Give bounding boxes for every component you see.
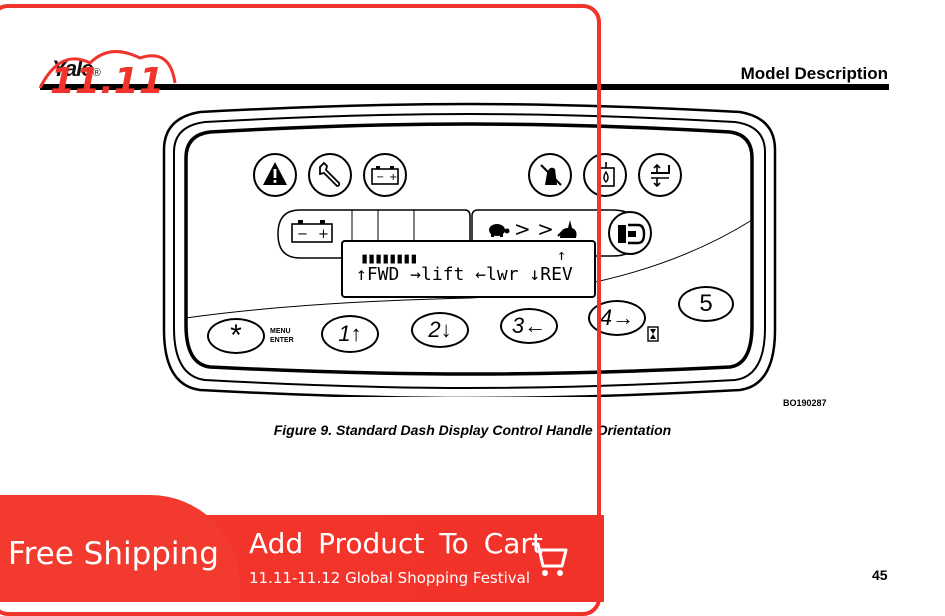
header-rule	[40, 84, 889, 90]
key-5-button[interactable]: 5	[678, 286, 734, 322]
menu-enter-button[interactable]: *	[207, 318, 265, 354]
svg-text:−: −	[297, 227, 308, 242]
turtle-icon	[489, 224, 510, 237]
lift-icon	[651, 163, 670, 188]
hourglass-icon	[647, 326, 659, 342]
free-shipping-text: Free Shipping	[8, 536, 219, 572]
key-1-button[interactable]: 1↑	[321, 315, 379, 353]
lcd-screen	[341, 240, 596, 298]
section-title: Model Description	[740, 64, 888, 83]
cart-icon[interactable]	[530, 538, 570, 580]
battery-gauge-icon: −+	[291, 220, 333, 243]
festival-text: 11.11-11.12 Global Shopping Festival	[249, 569, 531, 587]
battery-icon: −+	[371, 166, 399, 185]
page-number: 45	[872, 567, 888, 583]
svg-text:+: +	[389, 172, 397, 183]
svg-text:11.11: 11.11	[50, 61, 164, 102]
parking-brake-icon	[618, 223, 646, 245]
promo-badge: 11.11	[30, 38, 180, 113]
svg-text:−: −	[376, 172, 384, 183]
rabbit-icon	[557, 220, 577, 238]
figure-code: BO190287	[783, 398, 827, 408]
wrench-icon	[319, 161, 341, 187]
figure-caption: Figure 9. Standard Dash Display Control …	[273, 422, 672, 438]
key-3-button[interactable]: 3←	[500, 308, 558, 344]
lcd-indicator-arrow: ↑	[557, 246, 567, 264]
svg-text:+: +	[318, 227, 329, 242]
add-to-cart-text[interactable]: Add Product To Cart	[249, 527, 543, 560]
lcd-level-bars: ▮▮▮▮▮▮▮▮	[360, 249, 418, 267]
warning-icon	[263, 162, 287, 185]
lcd-direction-text: ↑FWD →lift ←lwr ↓REV	[356, 264, 573, 285]
key-2-button[interactable]: 2↓	[411, 312, 469, 348]
seat-belt-icon	[540, 164, 562, 186]
speed-chevrons: > >	[514, 217, 554, 241]
free-shipping-badge	[0, 495, 240, 602]
